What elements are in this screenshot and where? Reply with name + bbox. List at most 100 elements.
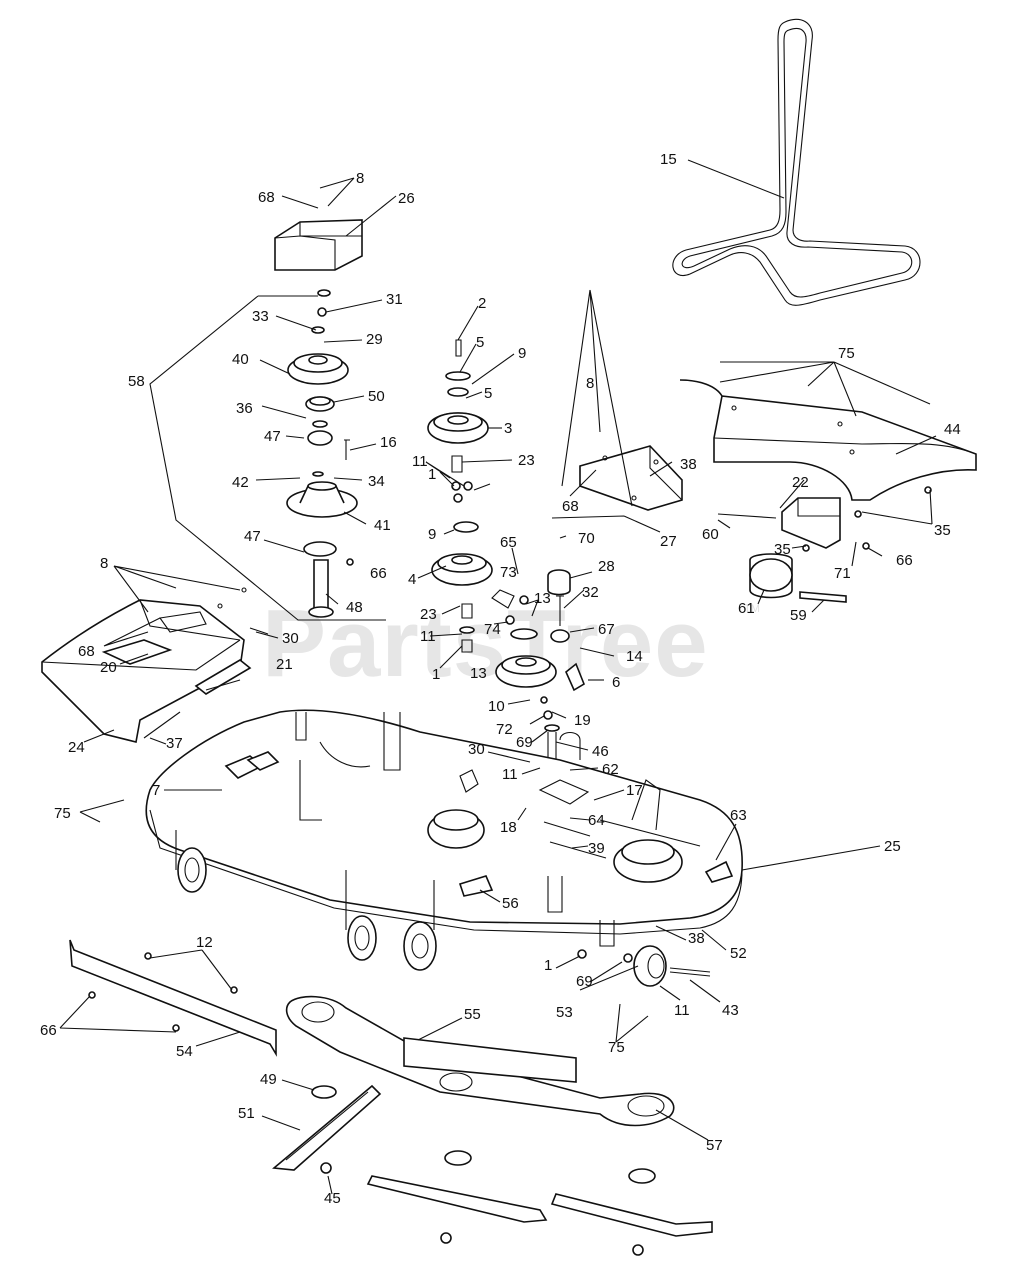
callout-label: 38: [688, 930, 705, 947]
callout-label: 14: [626, 648, 643, 665]
callout-label: 7: [152, 782, 160, 799]
callout-label: 67: [598, 621, 615, 638]
callout-label: 52: [730, 945, 747, 962]
watermark-brand: PartsTree: [262, 590, 709, 697]
callout-label: 3: [504, 420, 512, 437]
callout-label: 69: [576, 973, 593, 990]
deck-wheels: [175, 830, 615, 971]
callout-label: 11: [420, 628, 436, 645]
callout-label: 24: [68, 739, 85, 756]
callout-label: 2: [478, 295, 486, 312]
callout-label: 55: [464, 1006, 481, 1023]
callout-label: 1: [544, 957, 552, 974]
callout-label: 64: [588, 812, 605, 829]
callout-label: 25: [884, 838, 901, 855]
callout-label: 75: [838, 345, 855, 362]
callout-label: 34: [368, 473, 385, 490]
bracket-roller-right: [717, 486, 932, 603]
callout-label: 72: [496, 721, 513, 738]
callout-label: 26: [398, 190, 415, 207]
callout-label: 70: [578, 530, 595, 547]
callout-label: 51: [238, 1105, 255, 1122]
callout-label: 48: [346, 599, 363, 616]
callout-label: 39: [588, 840, 605, 857]
callout-label: 53: [556, 1004, 573, 1021]
callout-label: 66: [40, 1022, 57, 1039]
callout-label: 36: [236, 400, 253, 417]
spindle-stack-center: [427, 339, 493, 653]
callout-label: 33: [252, 308, 269, 325]
callout-label: 54: [176, 1043, 193, 1060]
spindle-stack-right: [491, 569, 585, 771]
callout-label: 40: [232, 351, 249, 368]
callout-label: 11: [674, 1002, 690, 1019]
callout-label: 8: [586, 375, 594, 392]
callout-label: 62: [602, 761, 619, 778]
callout-label: 37: [166, 735, 183, 752]
callout-label: 27: [660, 533, 677, 550]
cover-right-27: [579, 445, 683, 511]
callout-label: 30: [282, 630, 299, 647]
callout-label: 31: [386, 291, 403, 308]
callout-label: 49: [260, 1071, 277, 1088]
callout-label: 59: [790, 607, 807, 624]
callout-label: 13: [534, 590, 551, 607]
callout-label: 20: [100, 659, 117, 676]
callout-label: 71: [834, 565, 851, 582]
callout-label: 15: [660, 151, 677, 168]
shield-right-44: [679, 379, 977, 501]
callout-label: 6: [612, 674, 620, 691]
callout-label: 28: [598, 558, 615, 575]
leader-lines: [59, 159, 937, 1195]
callout-label: 22: [792, 474, 809, 491]
callout-label: 16: [380, 434, 397, 451]
callout-label: 8: [100, 555, 108, 572]
blades: [272, 1084, 713, 1256]
callout-label: 44: [944, 421, 961, 438]
callout-label: 68: [78, 643, 95, 660]
shield-left-24: [41, 587, 269, 743]
callout-label: 73: [500, 564, 517, 581]
callout-label: 75: [608, 1039, 625, 1056]
callout-label: 11: [412, 453, 428, 470]
callout-label: 43: [722, 1002, 739, 1019]
deck-25: [145, 709, 743, 935]
callout-label: 4: [408, 571, 416, 588]
callout-label: 66: [370, 565, 387, 582]
callout-label: 42: [232, 474, 249, 491]
callout-label: 10: [488, 698, 505, 715]
group-outline-58: [149, 295, 386, 621]
watermark-tm: TM: [744, 603, 760, 615]
callout-label: 60: [702, 526, 719, 543]
callout-label: 56: [502, 895, 519, 912]
callout-label: 46: [592, 743, 609, 760]
callout-label: 32: [582, 584, 599, 601]
callout-label: 5: [484, 385, 492, 402]
callout-label: 5: [476, 334, 484, 351]
deck-plate-57: [285, 995, 675, 1127]
callout-label: 12: [196, 934, 213, 951]
callout-label: 75: [54, 805, 71, 822]
callout-label: 29: [366, 331, 383, 348]
spindle-stack-left: [286, 289, 358, 618]
callout-label: 18: [500, 819, 517, 836]
callout-label: 50: [368, 388, 385, 405]
callout-label: 47: [264, 428, 281, 445]
callout-label: 63: [730, 807, 747, 824]
callout-label: 35: [774, 541, 791, 558]
callout-label: 8: [356, 170, 364, 187]
callout-labels: 15 8 68 26 31 33 29 2 5 9 5 40 50 36 47 …: [40, 151, 961, 1207]
callout-label: 68: [258, 189, 275, 206]
callout-label: 30: [468, 741, 485, 758]
belt-keeper-26: [274, 219, 363, 271]
callout-label: 47: [244, 528, 261, 545]
callout-label: 19: [574, 712, 591, 729]
callout-label: 69: [516, 734, 533, 751]
callout-label: 38: [680, 456, 697, 473]
callout-label: 45: [324, 1190, 341, 1207]
callout-label: 74: [484, 621, 501, 638]
callout-label: 1: [432, 666, 440, 683]
callout-label: 23: [420, 606, 437, 623]
